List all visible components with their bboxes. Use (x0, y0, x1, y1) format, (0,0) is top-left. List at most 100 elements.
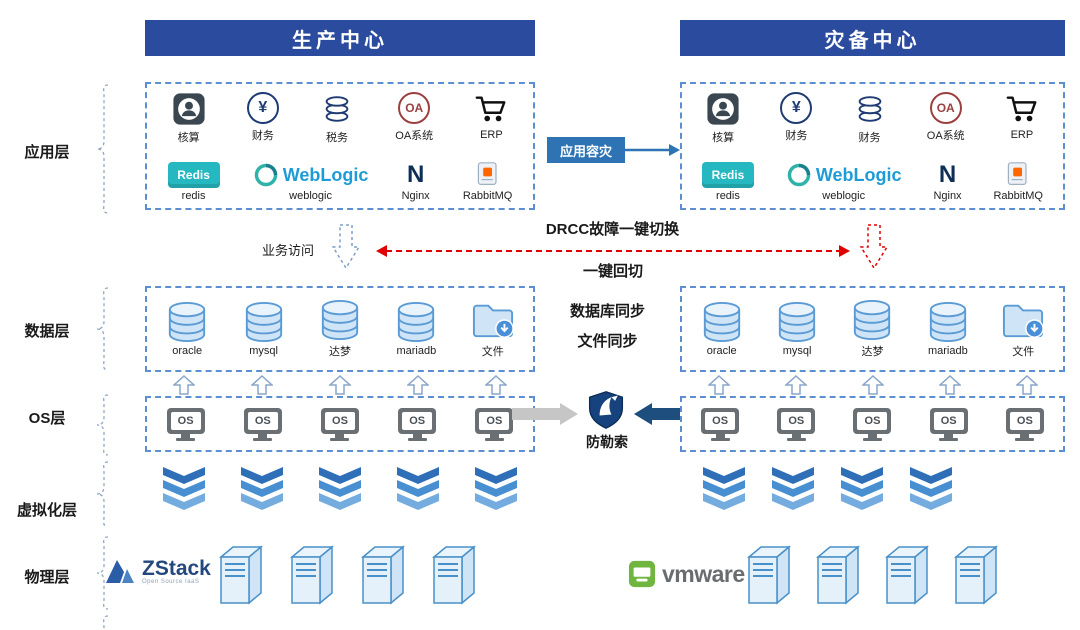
disaster-middleware-row: Redis redis WebLogic weblogic N Nginx Ra… (686, 160, 1059, 202)
layer-brace-app (96, 84, 109, 214)
app-label: OA系统 (926, 130, 965, 142)
redis-icon: Redis (701, 162, 754, 188)
os-screen-icon: OS (1005, 407, 1044, 434)
cart-icon (474, 92, 508, 126)
redis-logo: Redis redis (167, 162, 220, 202)
up-arrow-row-left (145, 375, 535, 395)
virtualization-row-right (690, 464, 965, 514)
redis-badge-text: Redis (177, 168, 210, 182)
file-sync-label: 文件同步 (577, 333, 638, 350)
virtualization-row-left (145, 464, 535, 514)
production-middleware-row: Redis redis WebLogic weblogic N Nginx Ra… (151, 160, 529, 202)
database-icon (699, 301, 745, 343)
dr-down-arrow (860, 224, 888, 270)
rabbitmq-icon (1006, 160, 1030, 188)
layer-label-os: OS层 (28, 410, 66, 427)
app-item-finance: ¥ 财务 (246, 92, 279, 143)
data-label: 达梦 (328, 346, 351, 358)
vmware-logo: vmware (628, 560, 745, 588)
os-text: OS (324, 411, 355, 430)
rabbitmq-logo: RabbitMQ (462, 160, 513, 202)
ransomware-label: 防勒索 (586, 434, 628, 450)
layer-brace-data (96, 287, 109, 371)
app-item-erp: ERP (1005, 92, 1039, 141)
app-label: ERP (480, 129, 503, 141)
up-arrow-icon (485, 375, 507, 395)
failover-failback-arrow (376, 245, 850, 257)
app-label: OA系统 (395, 130, 434, 142)
disaster-data-box: oracle mysql 达梦 mariadb 文件 (680, 286, 1065, 372)
os-text: OS (247, 411, 278, 430)
yen-symbol: ¥ (258, 99, 268, 116)
app-label: 财务 (858, 132, 881, 144)
disaster-app-box: 核算 ¥ 财务 财务 OA OA系统 ERP Redis redis (680, 82, 1065, 210)
data-label: oracle (172, 345, 203, 357)
person-icon (706, 92, 740, 126)
server-icon (747, 541, 791, 609)
failover-label: DRCC故障一键切换 (545, 221, 680, 238)
os-monitor: OS (777, 407, 816, 441)
person-icon (172, 92, 206, 126)
redis-icon: Redis (167, 162, 220, 188)
layer-brace-virtualization (96, 461, 109, 527)
server-icon (361, 541, 405, 609)
server-row-left (205, 540, 490, 610)
server-row-right (735, 540, 1010, 610)
os-monitor: OS (320, 407, 359, 441)
cart-icon (1005, 92, 1039, 126)
oa-text: OA (936, 101, 955, 115)
file-folder-icon (1000, 299, 1046, 341)
nginx-logo: N Nginx (402, 161, 430, 203)
os-text: OS (933, 411, 964, 430)
data-item-mysql: mysql (774, 301, 820, 357)
production-os-box: OS OS OS OS OS (145, 396, 535, 452)
business-access-down-arrow (332, 224, 360, 270)
os-screen-icon: OS (701, 407, 740, 434)
oa-text: OA (405, 101, 424, 115)
server-icon (954, 541, 998, 609)
os-text: OS (857, 411, 888, 430)
data-item-mysql: mysql (241, 301, 287, 357)
rabbitmq-label: RabbitMQ (993, 190, 1043, 202)
redis-label: redis (716, 190, 740, 202)
app-item-accounting: 核算 (172, 92, 206, 145)
ransomware-shield-icon (586, 390, 626, 430)
data-item-file: 文件 (470, 299, 516, 359)
layer-label-app: 应用层 (24, 144, 70, 161)
ransomware-arrow-left (512, 403, 578, 425)
vmware-icon (628, 560, 656, 588)
layer-label-virtualization: 虚拟化层 (16, 502, 77, 519)
oa-icon: OA (398, 92, 431, 124)
app-item-accounting: 核算 (706, 92, 740, 145)
os-screen-icon: OS (777, 407, 816, 434)
header-disaster: 灾备中心 (680, 20, 1065, 56)
zstack-logo: ZStack Open Source IaaS (103, 556, 211, 586)
zstack-icon (103, 556, 137, 586)
disaster-app-icon-row: 核算 ¥ 财务 财务 OA OA系统 ERP (686, 92, 1059, 145)
server-icon (290, 541, 334, 609)
vmware-name: vmware (662, 560, 745, 587)
failback-label: 一键回切 (582, 263, 643, 280)
nginx-n-icon: N (406, 161, 425, 188)
layer-brace-physical (96, 536, 109, 610)
rabbitmq-label: RabbitMQ (462, 190, 513, 202)
chevron-stack-icon (701, 466, 747, 512)
data-label: 文件 (481, 346, 504, 358)
os-screen-icon: OS (166, 407, 205, 434)
os-text: OS (1009, 411, 1040, 430)
redis-logo: Redis redis (701, 162, 754, 202)
up-arrow-icon (407, 375, 429, 395)
production-data-box: oracle mysql 达梦 mariadb 文件 (145, 286, 535, 372)
data-item-oracle: oracle (699, 301, 745, 357)
weblogic-logo-text: WebLogic (282, 164, 369, 185)
rabbitmq-logo: RabbitMQ (993, 160, 1043, 202)
header-production-label: 生产中心 (292, 29, 388, 52)
data-label: mariadb (396, 345, 437, 357)
weblogic-ring-icon (253, 162, 279, 188)
os-monitor: OS (243, 407, 282, 441)
file-folder-icon (470, 299, 516, 341)
up-arrow-row-right (680, 375, 1065, 395)
yen-symbol: ¥ (791, 99, 801, 116)
server-icon (816, 541, 860, 609)
